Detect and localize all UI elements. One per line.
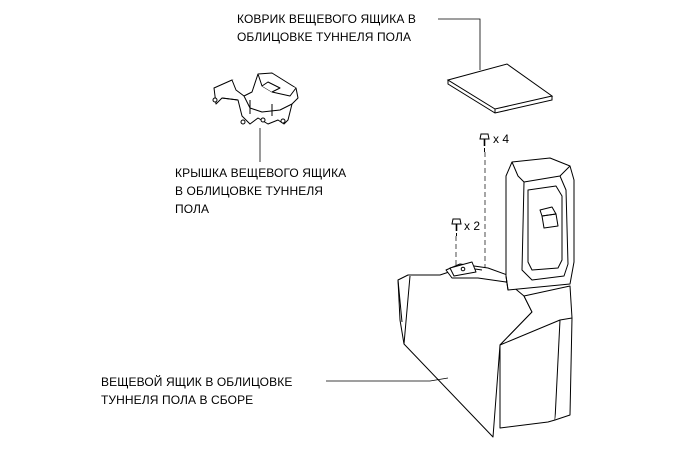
bolt-lower-qty: x 2 — [464, 219, 480, 233]
bolt-upper-qty: x 4 — [493, 132, 509, 146]
label-tray-mat: КОВРИК ВЕЩЕВОГО ЯЩИКА В ОБЛИЦОВКЕ ТУННЕЛ… — [237, 10, 416, 46]
tray-mat-part — [446, 63, 554, 114]
label-tray-mat-line1: КОВРИК ВЕЩЕВОГО ЯЩИКА В — [237, 12, 417, 26]
bolt-lower-icon — [451, 218, 462, 236]
label-box-assembly-line1: ВЕЩЕВОЙ ЯЩИК В ОБЛИЦОВКЕ — [101, 375, 293, 389]
label-lid-line3: ПОЛА — [175, 202, 210, 216]
lid-part — [212, 72, 299, 125]
leader-box-assembly — [326, 377, 449, 382]
label-lid-line2: В ОБЛИЦОВКЕ ТУННЕЛЯ — [175, 184, 324, 198]
bolt-upper-icon — [479, 133, 490, 152]
console-box-part — [397, 157, 575, 438]
label-lid-line1: КРЫШКА ВЕЩЕВОГО ЯЩИКА — [175, 166, 347, 180]
label-box-assembly-line2: ТУННЕЛЯ ПОЛА В СБОРЕ — [101, 393, 254, 407]
label-tray-mat-line2: ОБЛИЦОВКЕ ТУННЕЛЯ ПОЛА — [237, 30, 412, 44]
label-lid: КРЫШКА ВЕЩЕВОГО ЯЩИКА В ОБЛИЦОВКЕ ТУННЕЛ… — [175, 164, 346, 218]
label-box-assembly: ВЕЩЕВОЙ ЯЩИК В ОБЛИЦОВКЕ ТУННЕЛЯ ПОЛА В … — [101, 373, 292, 409]
leader-tray-mat — [438, 18, 481, 70]
